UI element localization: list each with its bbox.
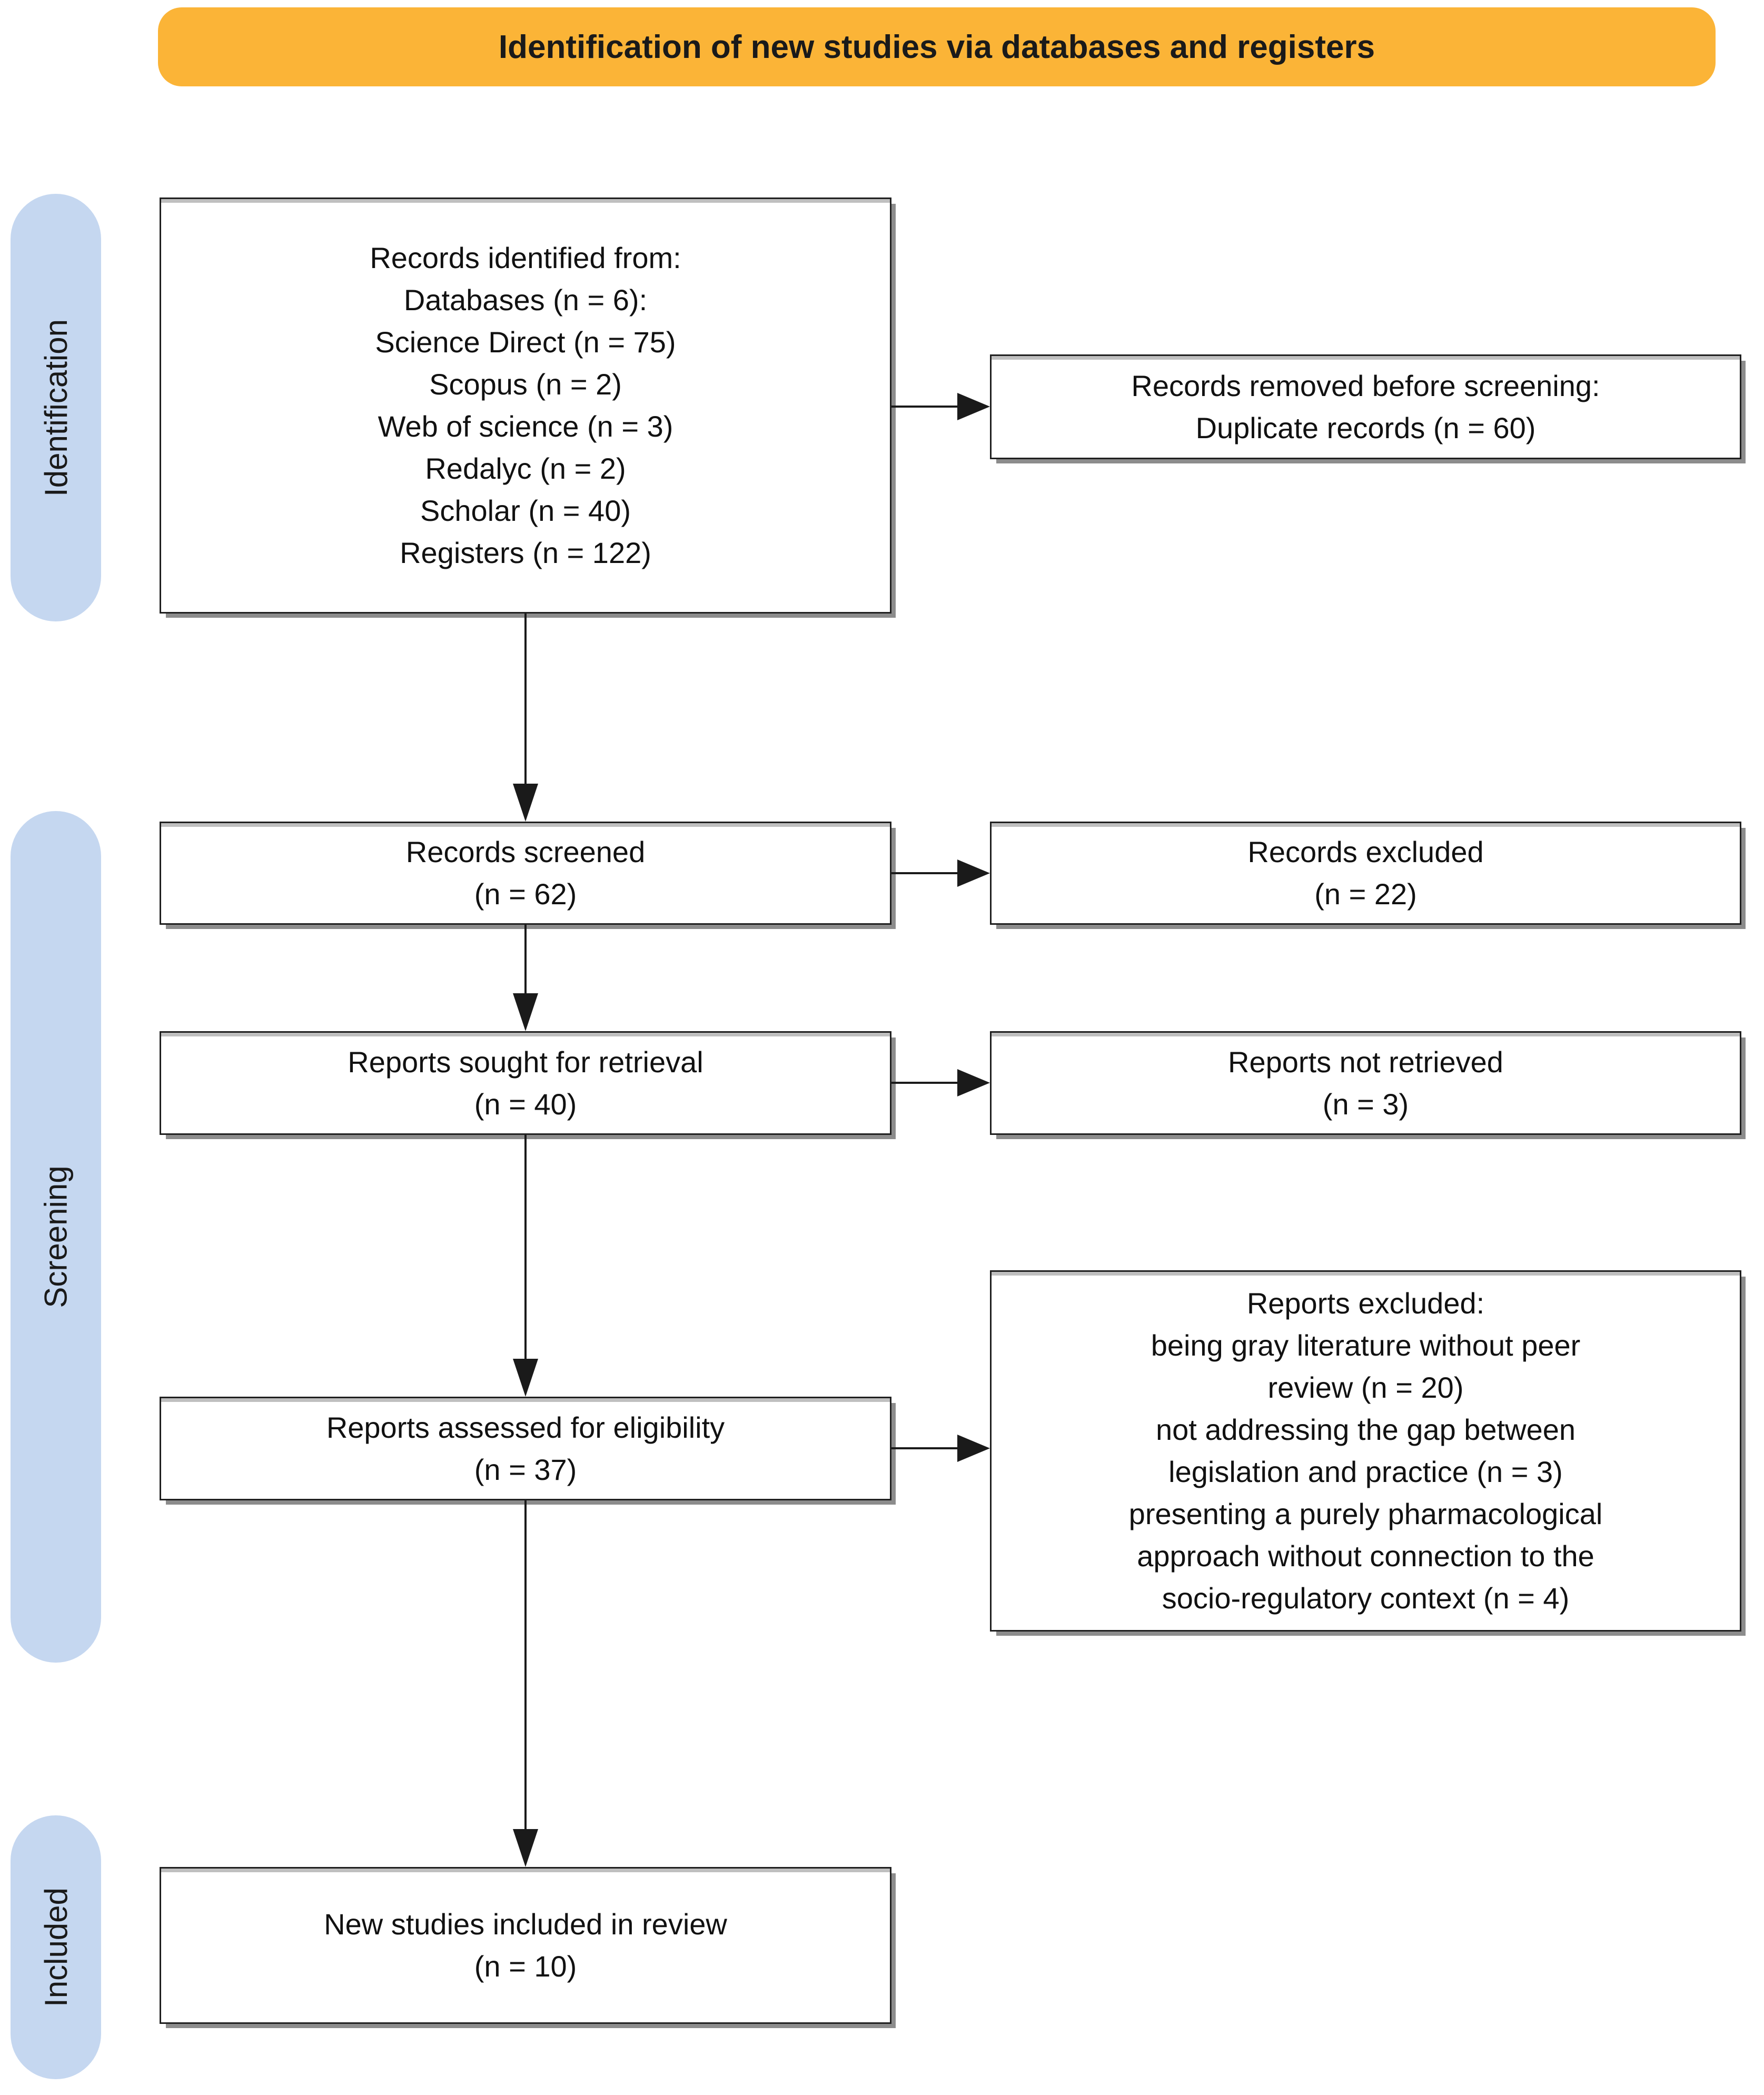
records-identified-box: Records identified from: Databases (n = 6… (160, 197, 891, 614)
arrow-screened-to-excluded-head (957, 859, 990, 887)
box-text-line: Web of science (n = 3) (378, 410, 673, 443)
arrow-identified-to-screened-line (524, 614, 527, 786)
box-text-line: Redalyc (n = 2) (425, 452, 626, 485)
box-text-line: Records screened (405, 835, 646, 868)
arrow-identified-to-screened-head (513, 784, 538, 822)
box-text-line: socio-regulatory context (n = 4) (1162, 1582, 1570, 1615)
stage-pill-included: Included (11, 1815, 101, 2079)
box-text-line: (n = 10) (474, 1950, 577, 1983)
box-text-line: Reports not retrieved (1228, 1045, 1503, 1079)
box-text-line: (n = 3) (1322, 1087, 1409, 1121)
box-text-line: approach without connection to the (1137, 1539, 1594, 1573)
box-text-line: Science Direct (n = 75) (375, 325, 676, 359)
reports-excluded-box: Reports excluded: being gray literature w… (990, 1270, 1741, 1632)
stage-pill-identification: Identification (11, 194, 101, 621)
box-text-line: Reports excluded: (1246, 1287, 1485, 1320)
records-screened-box: Records screened (n = 62) (160, 822, 891, 925)
arrow-assessed-to-reports-excluded-head (957, 1435, 990, 1462)
box-text-line: Reports sought for retrieval (348, 1045, 703, 1079)
box-text-line: Scholar (n = 40) (420, 494, 631, 527)
arrow-assessed-to-included-line (524, 1500, 527, 1831)
box-text-line: presenting a purely pharmacological (1128, 1497, 1603, 1530)
box-text-line: Reports assessed for eligibility (326, 1410, 725, 1444)
box-text-line: (n = 40) (474, 1087, 577, 1121)
new-studies-included-box: New studies included in review (n = 10) (160, 1867, 891, 2024)
box-text-line: Records removed before screening: (1131, 369, 1600, 402)
arrow-identified-to-removed-line (891, 406, 958, 408)
box-text-line: legislation and practice (n = 3) (1168, 1455, 1563, 1488)
reports-assessed-box: Reports assessed for eligibility (n = 37) (160, 1397, 891, 1500)
arrow-assessed-to-reports-excluded-line (891, 1447, 958, 1449)
box-text-line: Registers (n = 122) (400, 536, 651, 569)
reports-sought-box: Reports sought for retrieval (n = 40) (160, 1031, 891, 1135)
box-text-line: review (n = 20) (1267, 1371, 1464, 1404)
box-text-line: Databases (n = 6): (403, 283, 648, 317)
stage-label-identification: Identification (38, 319, 74, 497)
box-text-line: Scopus (n = 2) (429, 368, 622, 401)
arrow-screened-to-excluded-line (891, 872, 958, 874)
box-text-line: Records identified from: (370, 241, 681, 274)
arrow-screened-to-sought-head (513, 993, 538, 1031)
arrow-screened-to-sought-line (524, 925, 527, 995)
arrow-sought-to-assessed-head (513, 1359, 538, 1397)
box-text-line: (n = 37) (474, 1452, 577, 1486)
reports-not-retrieved-box: Reports not retrieved (n = 3) (990, 1031, 1741, 1135)
banner-title: Identification of new studies via databa… (158, 7, 1716, 86)
stage-label-screening: Screening (38, 1165, 74, 1308)
box-text-line: being gray literature without peer (1151, 1329, 1581, 1362)
box-text-line: not addressing the gap between (1155, 1413, 1576, 1446)
box-text-line: Records excluded (1247, 835, 1484, 868)
arrow-sought-to-not-retrieved-line (891, 1082, 958, 1084)
stage-label-included: Included (38, 1888, 74, 2007)
arrow-sought-to-assessed-line (524, 1135, 527, 1361)
stage-pill-screening: Screening (11, 811, 101, 1663)
arrow-assessed-to-included-head (513, 1829, 538, 1867)
box-text-line: (n = 22) (1314, 877, 1417, 911)
arrow-sought-to-not-retrieved-head (957, 1069, 990, 1096)
records-removed-box: Records removed before screening: Duplica… (990, 354, 1741, 459)
box-text-line: New studies included in review (324, 1908, 727, 1941)
records-excluded-box: Records excluded (n = 22) (990, 822, 1741, 925)
box-text-line: (n = 62) (474, 877, 577, 911)
arrow-identified-to-removed-head (957, 393, 990, 420)
box-text-line: Duplicate records (n = 60) (1195, 411, 1536, 444)
